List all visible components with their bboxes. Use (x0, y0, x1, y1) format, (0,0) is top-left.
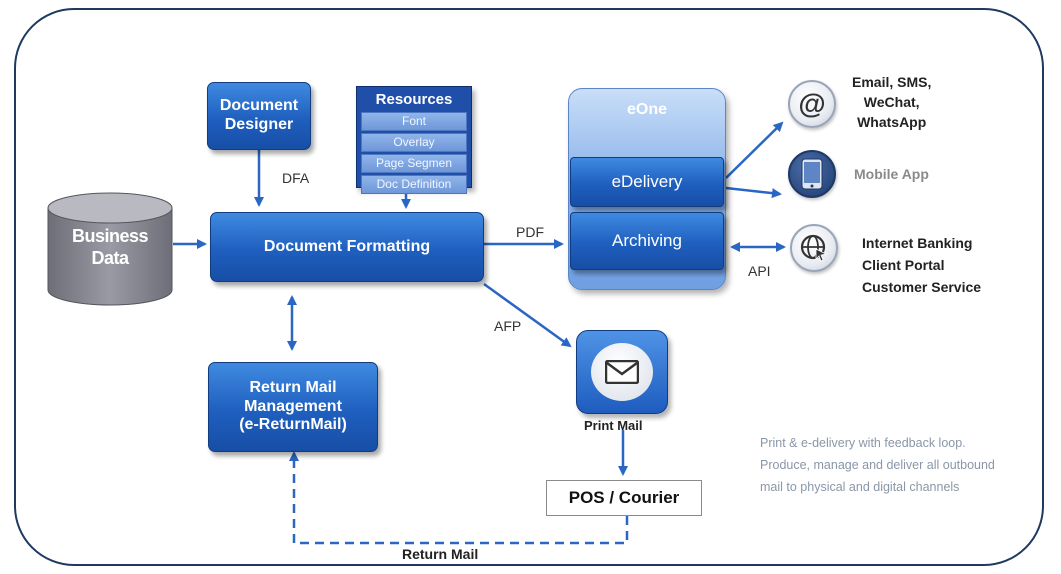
dfa-label: DFA (282, 170, 310, 186)
edelivery-box[interactable]: eDelivery (570, 157, 724, 207)
business-data-label: Business Data (71, 226, 149, 268)
email-channel-label: Email, SMS, WeChat, WhatsApp (852, 74, 932, 130)
envelope-icon (591, 343, 653, 401)
business-data-cylinder (47, 192, 173, 306)
document-formatting-label: Document Formatting (263, 237, 431, 255)
mobile-phone-icon (788, 150, 836, 198)
eone-title: eOne (626, 101, 667, 118)
pos-courier-box[interactable]: POS / Courier (546, 480, 702, 516)
afp-label: AFP (494, 318, 522, 334)
diagram-frame (14, 8, 1044, 566)
document-designer-label: Document Designer (219, 97, 299, 133)
edelivery-label: eDelivery (611, 171, 683, 191)
resource-item: Page Segmen (361, 154, 467, 173)
archiving-box[interactable]: Archiving (570, 212, 724, 270)
return-mail-label: Return Mail (402, 546, 479, 562)
mobile-channel-label: Mobile App (854, 166, 929, 182)
print-mail-label: Print Mail (584, 418, 643, 433)
api-label: API (748, 263, 771, 279)
arrow-edelivery-to-mobile (725, 186, 782, 199)
internet-channel-label: Internet Banking Client Portal Customer … (862, 235, 982, 295)
resources-title: Resources (375, 91, 453, 108)
return-mail-management-box[interactable]: Return Mail Management (e-ReturnMail) (208, 362, 378, 452)
pdf-label: PDF (516, 224, 544, 240)
at-sign-icon: @ (788, 80, 836, 128)
pos-courier-label: POS / Courier (568, 488, 680, 507)
resource-item: Font (361, 112, 467, 131)
resource-item: Overlay (361, 133, 467, 152)
arrow-return-mail-dashed (289, 451, 629, 545)
resource-item: Doc Definition (361, 175, 467, 194)
arrow-formatting-to-printmail (483, 282, 572, 348)
return-mail-management-label: Return Mail Management (e-ReturnMail) (239, 378, 347, 434)
globe-cursor-icon (790, 224, 838, 272)
archiving-label: Archiving (612, 230, 682, 250)
resources-panel[interactable]: Resources Font Overlay Page Segmen Doc D… (356, 86, 472, 194)
document-formatting-box[interactable]: Document Formatting (210, 212, 484, 282)
print-mail-box[interactable] (576, 330, 668, 414)
arrow-edelivery-to-email (725, 121, 784, 179)
description-note: Print & e-delivery with feedback loop. P… (760, 436, 995, 494)
document-designer-box[interactable]: Document Designer (207, 82, 311, 150)
